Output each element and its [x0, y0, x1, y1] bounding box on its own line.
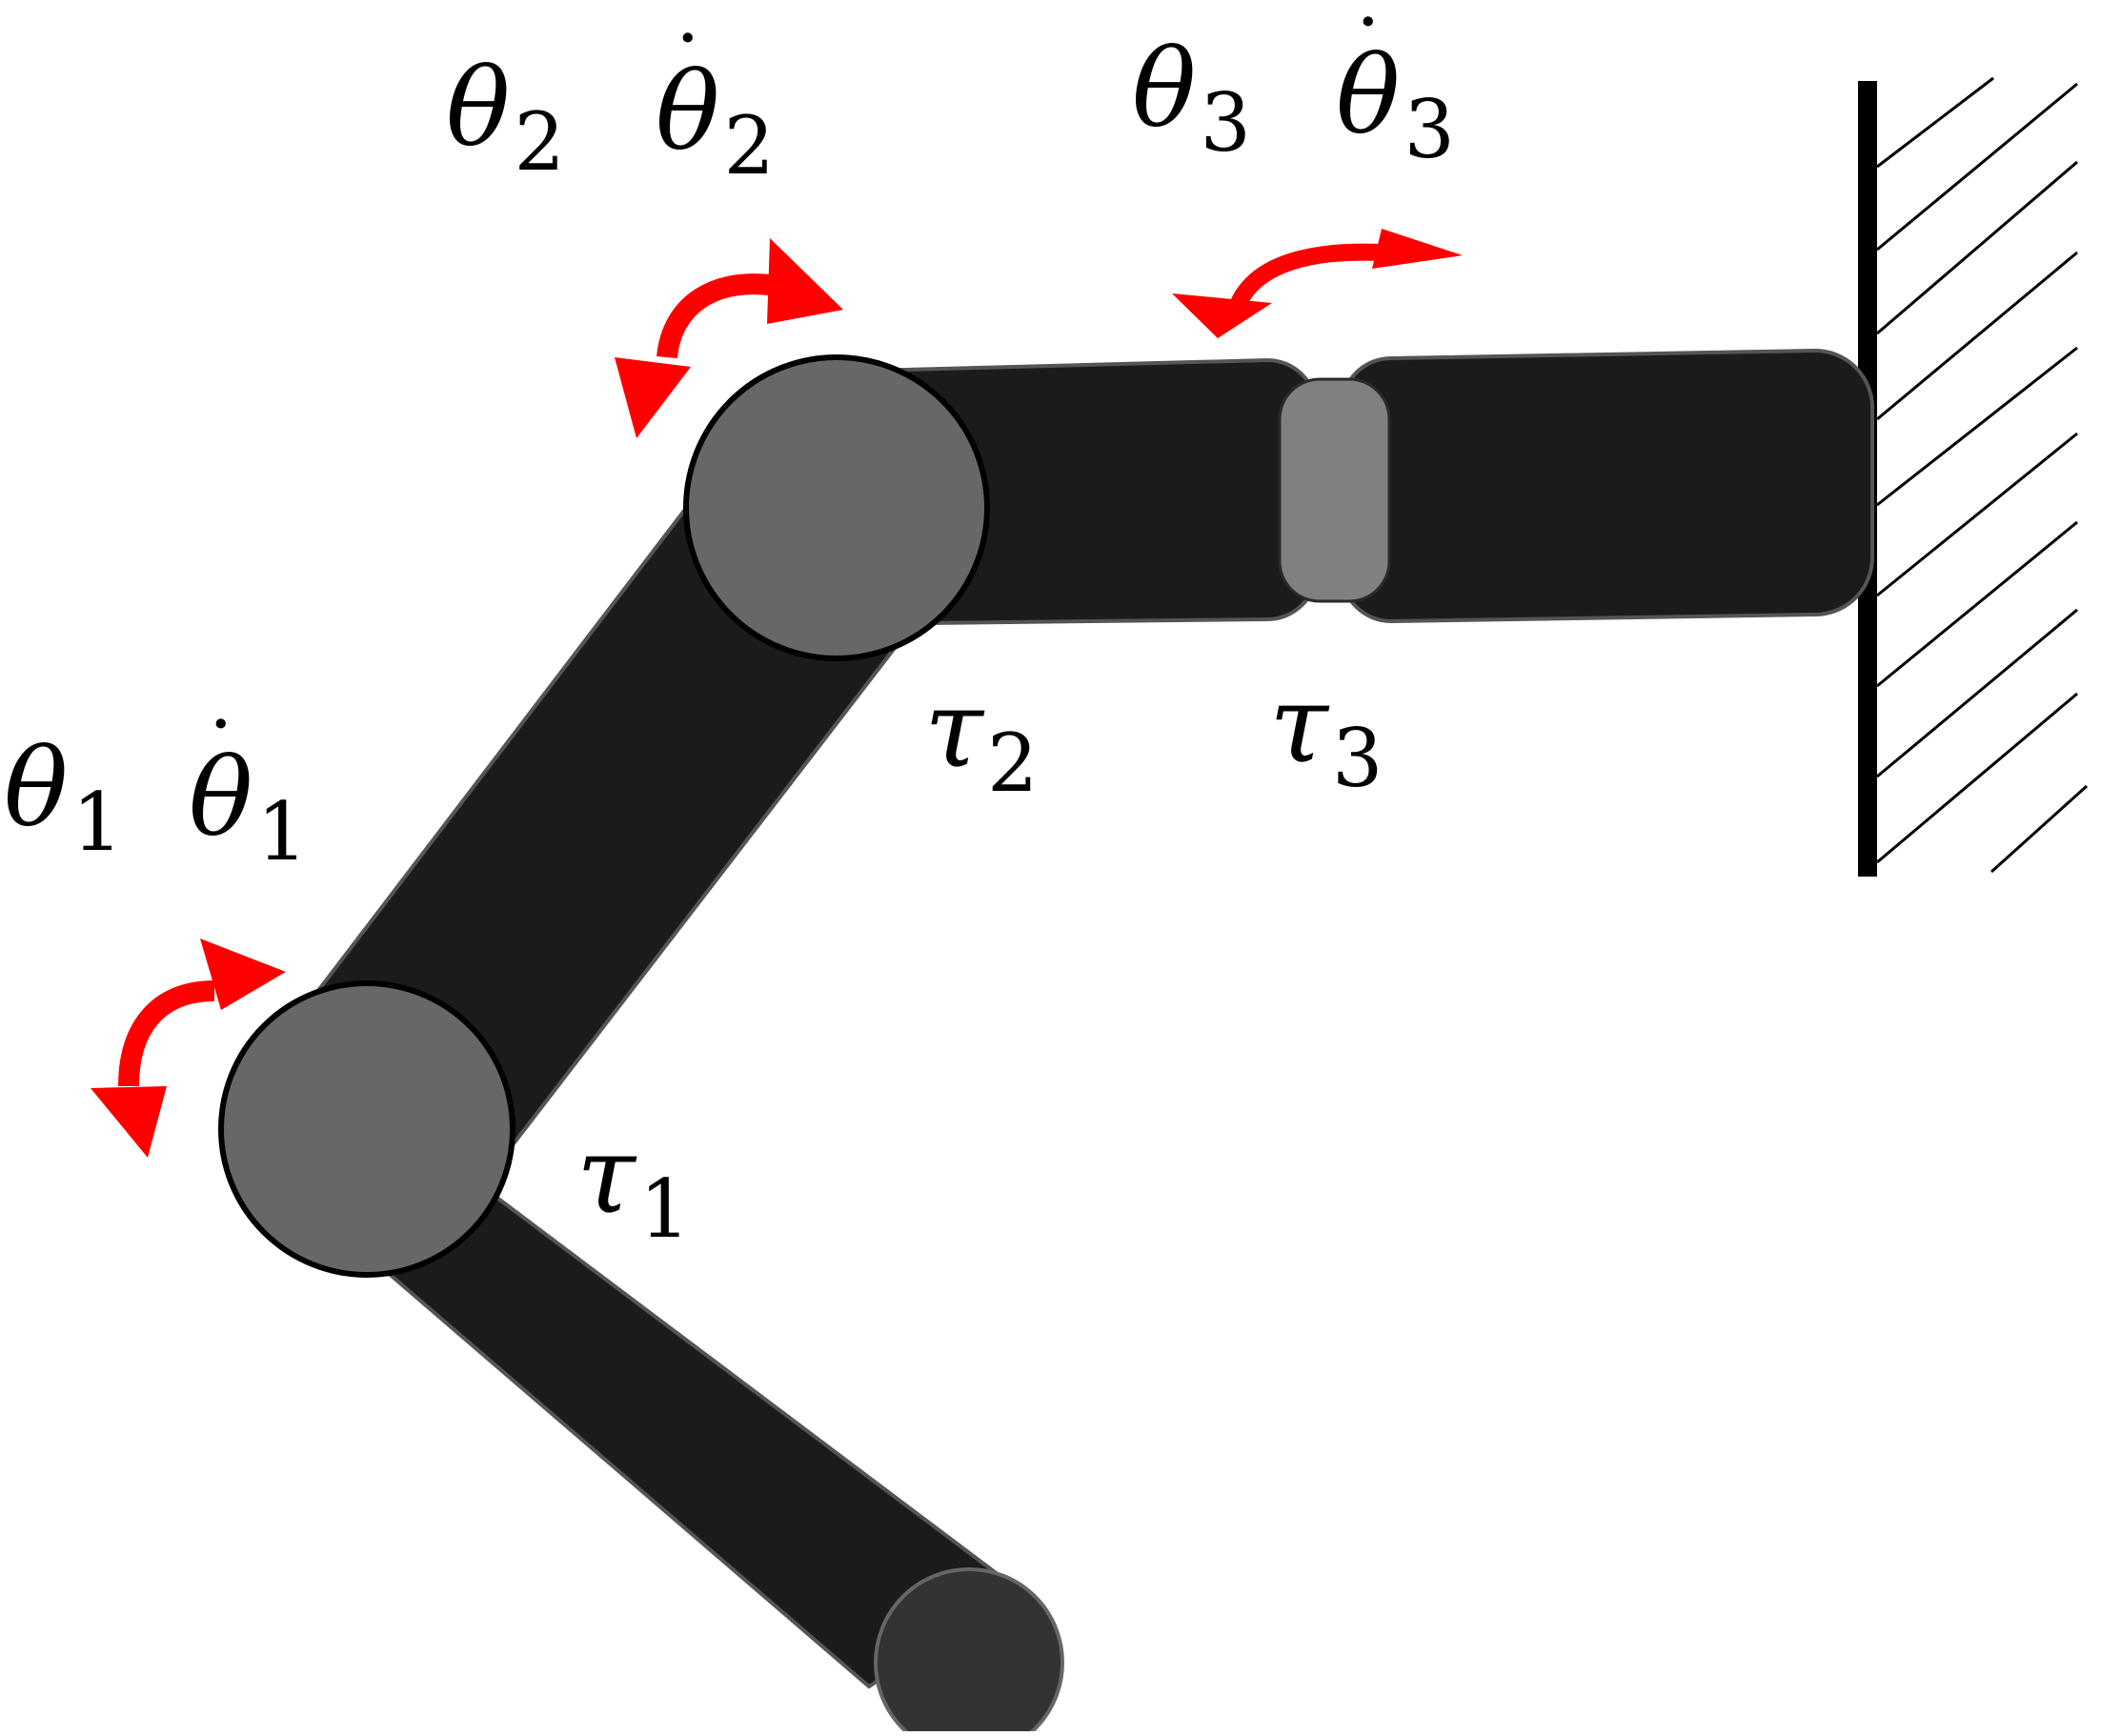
joint-3-velocity-label: ˙θ3 — [1336, 3, 1455, 176]
wall-hatching — [1876, 76, 2089, 874]
rotation-arrow-joint-2 — [657, 273, 778, 359]
rotation-arrow-joint-1 — [118, 980, 215, 1087]
rotation-arrow-joint-2-head-b — [615, 357, 691, 438]
joint-3-angle-label: θ3 — [1132, 28, 1251, 170]
joint-2-angle-label: θ2 — [446, 47, 565, 189]
joint-1-velocity-label: ˙θ1 — [189, 705, 308, 878]
prismatic-joint-3 — [1278, 377, 1391, 603]
rotation-arrow-joint-1-head-a — [200, 939, 286, 1010]
sliding-arrow-joint-3-head-b — [1172, 293, 1272, 338]
rotation-arrow-joint-1-head-b — [91, 1086, 167, 1158]
joint-2-velocity-label: ˙θ2 — [656, 19, 775, 192]
joint-1-angle-label: θ1 — [4, 727, 123, 869]
joint-3-torque-label: τ3 — [1269, 663, 1384, 805]
end-effector — [874, 1567, 1064, 1736]
fixed-wall — [1858, 76, 2089, 877]
rotation-arrow-joint-2-head-a — [767, 238, 843, 324]
joint-1-torque-label: τ1 — [576, 1114, 691, 1256]
joint-2-torque-label: τ2 — [924, 668, 1039, 810]
revolute-joint-1 — [218, 980, 515, 1278]
sliding-arrow-joint-3 — [1230, 243, 1383, 308]
link-upper-right — [1340, 348, 1874, 624]
revolute-joint-2 — [683, 354, 990, 661]
sliding-arrow-joint-3-head-a — [1372, 229, 1463, 269]
